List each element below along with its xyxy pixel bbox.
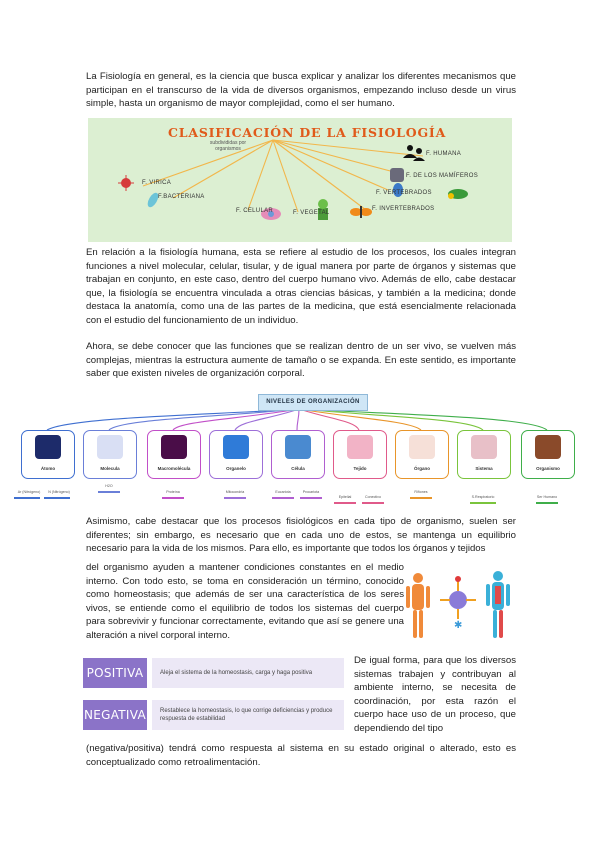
underline [224, 497, 246, 499]
level-name: Átomo [40, 466, 56, 471]
homeostasis-figure: ✱ [406, 571, 510, 638]
example-label: Procariota [302, 490, 320, 494]
virus-icon [118, 175, 134, 191]
level-name: Célula [291, 466, 305, 471]
example-label: Proteína [166, 490, 180, 494]
processes-paragraph: Asimismo, cabe destacar que los procesos… [86, 516, 516, 555]
level-atomo: Átomo [21, 430, 75, 479]
underline [410, 497, 432, 499]
feedback-paragraph: (negativa/positiva) tendrá como respuest… [86, 743, 516, 768]
homeostasis-illustration: ✱ [400, 560, 520, 650]
fish-icon [393, 183, 403, 197]
coordination-paragraph: De igual forma, para que los diversos si… [354, 655, 516, 734]
plant-icon [318, 199, 328, 220]
atom-icon [35, 435, 61, 459]
underline [98, 491, 120, 493]
human-physiology-paragraph: En relación a la fisiología humana, esta… [86, 247, 516, 326]
example-label: Ar (Nitrógeno) [17, 490, 41, 494]
human-figure-left [406, 573, 430, 638]
organelle-icon [223, 435, 249, 459]
classification-title: CLASIFICACIÓN DE LA FISIOLOGÍA [168, 125, 447, 140]
human-body-icon [535, 435, 561, 459]
tissue-icon [347, 435, 373, 459]
homeostasis-paragraph: del organismo ayuden a mantener condicio… [86, 562, 404, 641]
underline [162, 497, 184, 499]
class-item-celular: F. CELULAR [236, 208, 274, 214]
level-name: Órgano [413, 466, 430, 471]
level-celula: Célula [271, 430, 325, 479]
butterfly-icon [350, 206, 372, 218]
class-item-vertebrados: F. VERTEBRADOS [376, 190, 432, 196]
level-tejido: Tejido [333, 430, 387, 479]
class-item-mamiferos: F. DE LOS MAMÍFEROS [406, 173, 479, 179]
underline [470, 502, 496, 504]
level-name: Macromolécula [157, 466, 191, 471]
example-label: Riñones [414, 490, 428, 494]
horse-icon [390, 168, 404, 182]
level-name: Sistema [475, 466, 493, 471]
class-item-bacteriana: F.BACTERIANA [158, 194, 205, 200]
negative-feedback-text: Restablece la homeostasis, lo que corrig… [160, 708, 333, 722]
example-label: Ser Humano [536, 495, 558, 499]
class-item-invertebrados: F. INVERTEBRADOS [372, 206, 435, 212]
positive-feedback-description: Aleja el sistema de la homeostasis, carg… [152, 658, 344, 688]
levels-title: NIVELES DE ORGANIZACIÓN [258, 394, 368, 411]
class-item-virica: F. VIRICA [142, 180, 172, 186]
example-label: Mitocondria [225, 490, 245, 494]
positive-feedback-label: POSITIVA [83, 658, 147, 688]
level-sistema: Sistema [457, 430, 511, 479]
cell-icon [261, 208, 281, 220]
level-name: Organismo [536, 466, 560, 471]
level-macromolecula: Macromolécula [147, 430, 201, 479]
classification-subtitle: subdivididas por organismos [209, 140, 247, 152]
level-name: Molecula [100, 466, 120, 471]
people-icon [403, 145, 425, 161]
level-organelo: Organelo [209, 430, 263, 479]
underline [536, 502, 558, 504]
cell-icon [285, 435, 311, 459]
levels-connectors [46, 408, 548, 431]
example-label: Conectivo [365, 495, 381, 499]
organization-levels-figure: NIVELES DE ORGANIZACIÓN Átomo Molecula M… [10, 393, 588, 511]
example-label: S.Respiratorio [471, 495, 495, 499]
class-item-humana: F. HUMANA [426, 151, 462, 157]
intro-paragraph: La Fisiología en general, es la ciencia … [86, 71, 516, 110]
human-figure-right [486, 571, 510, 638]
respiratory-system-icon [471, 435, 497, 459]
level-name: Tejido [353, 466, 367, 471]
underline [300, 497, 322, 499]
level-name: Organelo [226, 466, 246, 471]
level-organismo: Organismo [521, 430, 575, 479]
bacteria-icon [147, 192, 159, 208]
negative-feedback-description: Restablece la homeostasis, lo que corrig… [152, 700, 344, 730]
underline [272, 497, 294, 499]
negative-feedback-label: NEGATIVA [83, 700, 147, 730]
kidney-icon [409, 435, 435, 459]
example-label: Eucariota [275, 490, 291, 494]
positive-feedback-text: Aleja el sistema de la homeostasis, carg… [160, 670, 313, 676]
example-label: N (Nitrógeno) [48, 490, 70, 494]
classification-figure: CLASIFICACIÓN DE LA FISIOLOGÍA subdividi… [88, 118, 512, 242]
chameleon-icon [448, 189, 468, 199]
levels-intro-paragraph: Ahora, se debe conocer que las funciones… [86, 341, 516, 380]
example-label: Epitelial [338, 495, 352, 499]
molecule-icon [97, 435, 123, 459]
svg-text:✱: ✱ [454, 620, 462, 631]
brain-icon: ✱ [440, 576, 476, 631]
class-item-vegetal: F. VEGETAL [293, 210, 330, 216]
example-label: H2O [105, 484, 113, 488]
level-organo: Órgano [395, 430, 449, 479]
underline [334, 502, 356, 504]
underline [44, 497, 70, 499]
level-molecula: Molecula [83, 430, 137, 479]
macromolecule-icon [161, 435, 187, 459]
underline [362, 502, 384, 504]
classification-rays [118, 139, 468, 220]
underline [14, 497, 40, 499]
